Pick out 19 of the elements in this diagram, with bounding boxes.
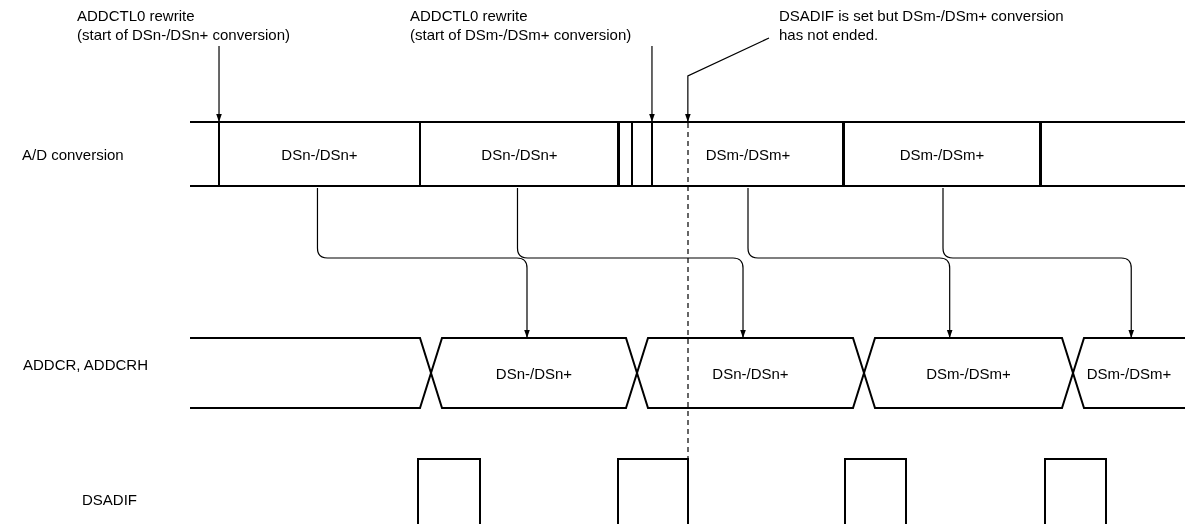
signal-name: A/D conversion: [22, 145, 125, 164]
signal-name: ADDCR, ADDCRH: [22, 355, 148, 374]
signal-name: DSADIF: [82, 490, 138, 509]
conversion-period: DSm-/DSm+: [842, 121, 1042, 187]
annotation-text: ADDCTL0 rewrite (start of DSm-/DSm+ conversion): [410, 6, 632, 44]
arrow: [316, 187, 530, 339]
register-data-period: DSn-/DSn+: [431, 338, 637, 408]
register-data-period: DSn-/DSn+: [637, 338, 864, 408]
annotation-text: ADDCTL0 rewrite (start of DSn-/DSn+ conversion): [77, 6, 290, 44]
register-data-period: DSm-/DSm+: [864, 338, 1073, 408]
annotation-text: DSADIF is set but DSm-/DSm+ conversion has not ended.: [779, 6, 1064, 44]
arrow: [216, 45, 222, 123]
arrow: [685, 37, 770, 123]
arrow: [942, 187, 1135, 339]
arrow: [747, 187, 953, 339]
register-data-period: DSm-/DSm+: [1073, 338, 1185, 408]
arrow: [649, 45, 655, 123]
arrow: [516, 187, 746, 339]
conversion-period: DSm-/DSm+: [651, 121, 845, 187]
